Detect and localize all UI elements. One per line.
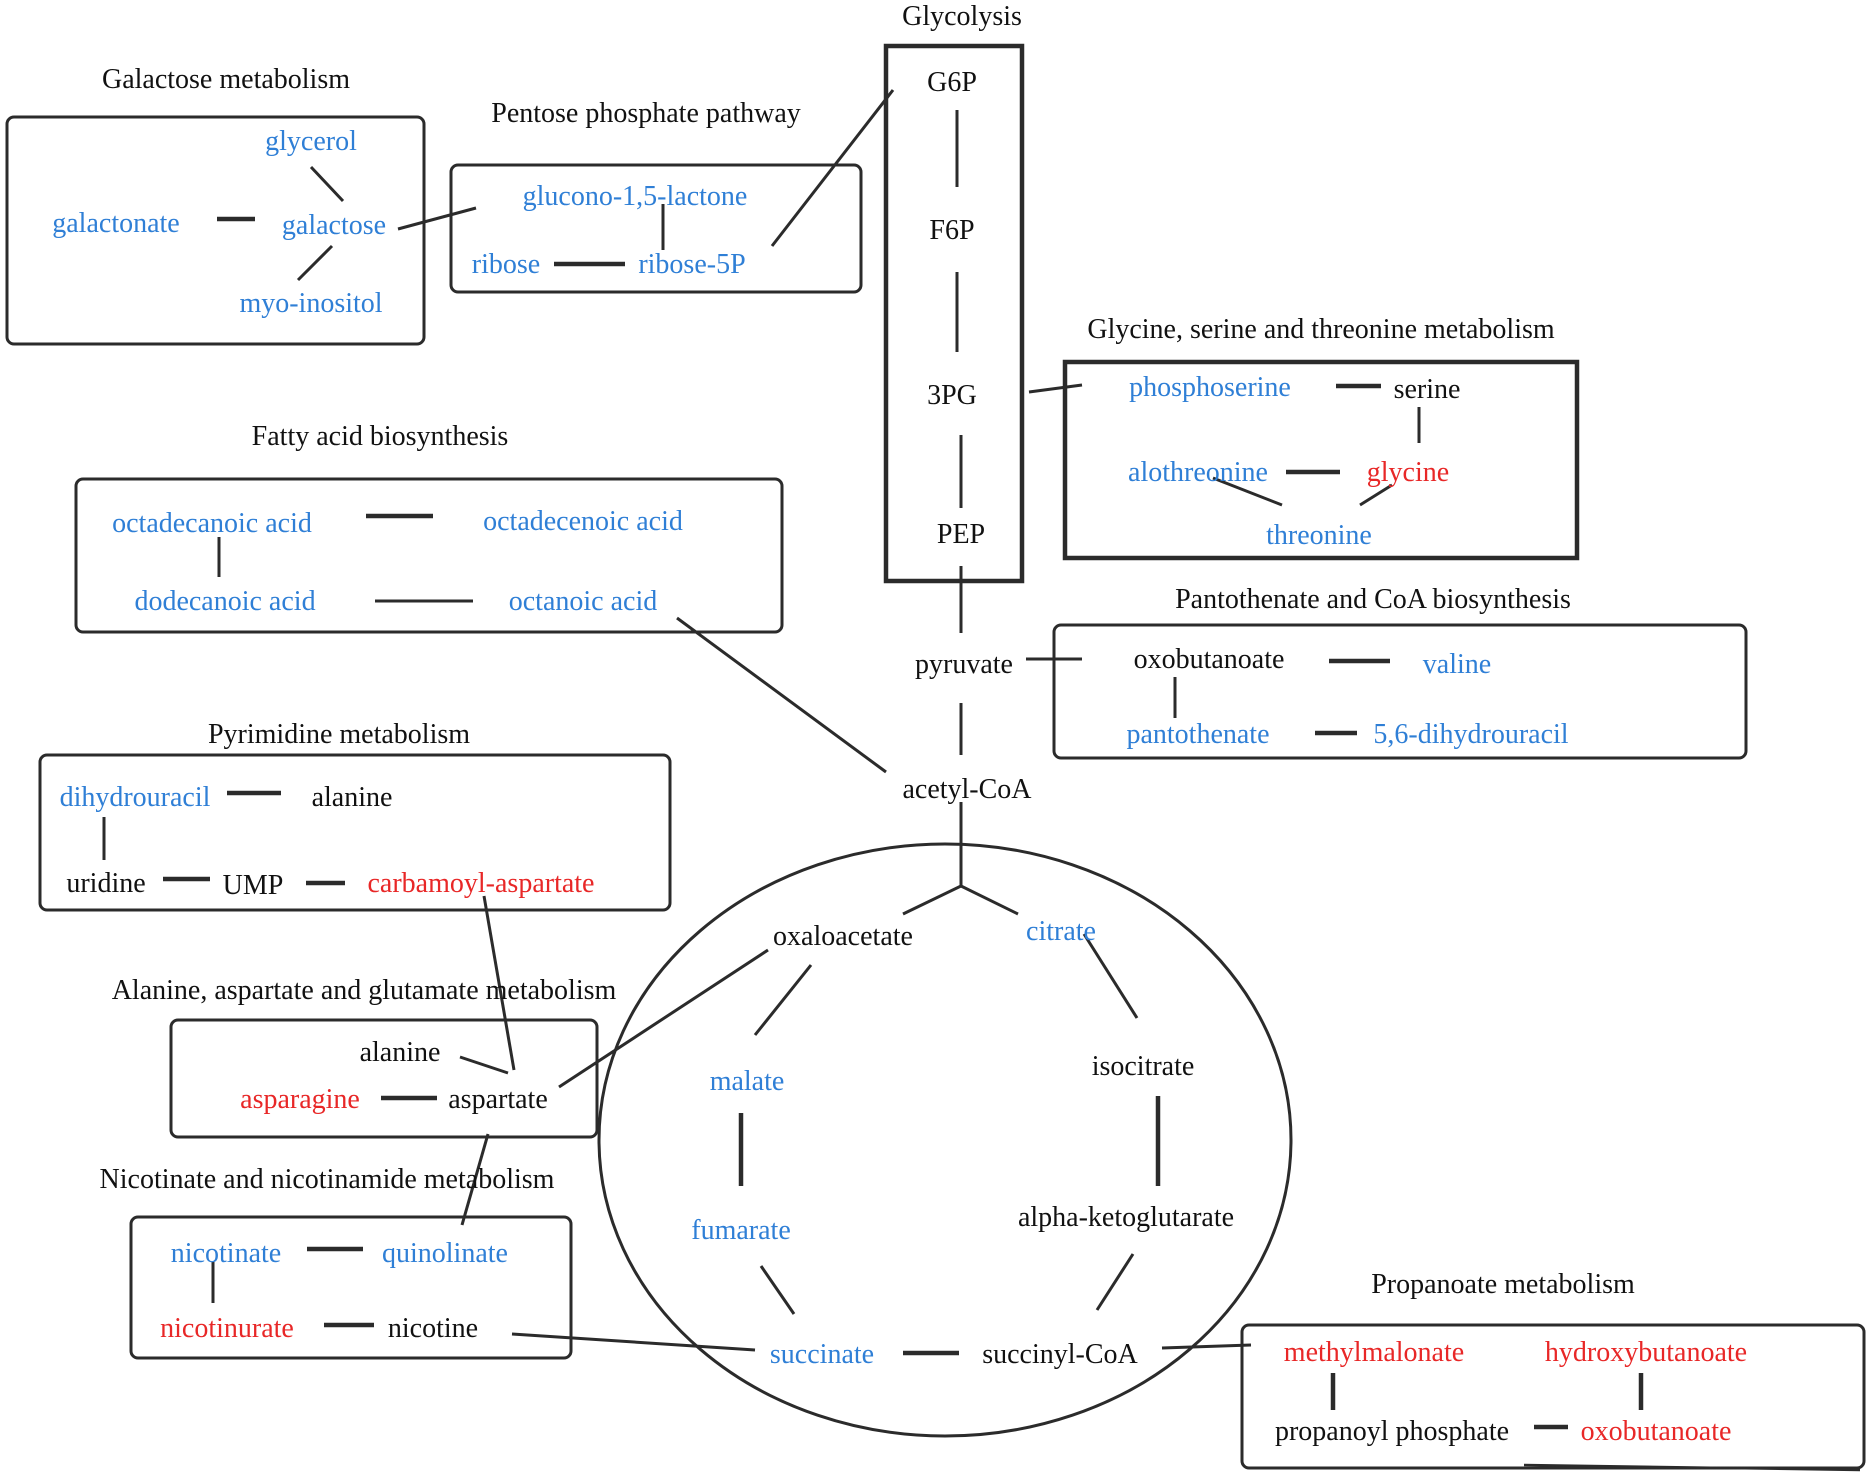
pyrimidine-box — [38, 753, 672, 912]
node-uridine: uridine — [66, 868, 145, 899]
connector — [482, 895, 516, 1071]
node-dodecanoic-acid: dodecanoic acid — [134, 586, 315, 617]
connector — [759, 1265, 796, 1315]
galactose-heading: Galactose metabolism — [102, 64, 350, 95]
node-nicotine: nicotine — [388, 1313, 478, 1344]
alanine-aspartate-glutamate-box — [169, 1018, 599, 1139]
node-asparagine: asparagine — [240, 1084, 360, 1115]
node-alothreonine: alothreonine — [1128, 457, 1268, 488]
node-succinyl-coa: succinyl-CoA — [982, 1339, 1138, 1370]
propanoate-heading: Propanoate metabolism — [1371, 1269, 1635, 1300]
node-aspartate: aspartate — [448, 1084, 548, 1115]
node-octadecenoic-acid: octadecenoic acid — [483, 506, 683, 537]
connector — [676, 616, 887, 774]
connector — [1082, 933, 1139, 1019]
glycolysis-box — [883, 43, 1025, 584]
node-succinate: succinate — [770, 1339, 874, 1370]
node-octanoic-acid: octanoic acid — [509, 586, 657, 617]
node-galactose: galactose — [282, 210, 386, 241]
connector — [558, 948, 769, 1089]
connector — [1161, 1343, 1252, 1350]
node-alanine-pyrimidine: alanine — [312, 782, 393, 813]
node-hydroxybutanoate: hydroxybutanoate — [1545, 1337, 1747, 1368]
node-acetyl-coa: acetyl-CoA — [902, 774, 1032, 805]
node-oxobutanoate: oxobutanoate — [1134, 644, 1285, 675]
connector — [511, 1332, 756, 1352]
node-citrate: citrate — [1026, 916, 1096, 947]
pantothenate-box — [1052, 623, 1748, 760]
node-nicotinurate: nicotinurate — [160, 1313, 294, 1344]
tca-cycle-circle — [597, 842, 1293, 1438]
node-threonine: threonine — [1266, 520, 1372, 551]
node-quinolinate: quinolinate — [382, 1238, 508, 1269]
node-octadecanoic-acid: octadecanoic acid — [112, 508, 312, 539]
node-myo-inositol: myo-inositol — [239, 288, 382, 319]
node-glucono-lactone: glucono-1,5-lactone — [523, 181, 748, 212]
node-glycerol: glycerol — [265, 126, 357, 157]
node-phosphoserine: phosphoserine — [1129, 372, 1291, 403]
node-pep: PEP — [937, 519, 985, 550]
node-isocitrate: isocitrate — [1092, 1051, 1195, 1082]
pantothenate-heading: Pantothenate and CoA biosynthesis — [1175, 584, 1571, 615]
fatty-acid-heading: Fatty acid biosynthesis — [252, 421, 509, 452]
fatty-acid-box — [74, 477, 784, 634]
connector — [753, 964, 813, 1036]
pyrimidine-heading: Pyrimidine metabolism — [208, 719, 470, 750]
connector — [1212, 476, 1283, 507]
node-glycine: glycine — [1367, 457, 1449, 488]
node-g6p: G6P — [927, 67, 977, 98]
node-3pg: 3PG — [927, 380, 977, 411]
pentose-heading: Pentose phosphate pathway — [491, 98, 801, 129]
glycolysis-heading: Glycolysis — [902, 1, 1022, 32]
connector — [397, 206, 477, 231]
node-pantothenate: pantothenate — [1126, 719, 1269, 750]
connector — [1095, 1253, 1135, 1311]
node-ribose-5p: ribose-5P — [638, 249, 745, 280]
node-alpha-ketoglutarate: alpha-ketoglutarate — [1018, 1202, 1234, 1233]
glycine-serine-threonine-box — [1062, 359, 1580, 561]
connector — [296, 244, 334, 282]
node-malate: malate — [710, 1066, 785, 1097]
node-5-6-dihydrouracil: 5,6-dihydrouracil — [1373, 719, 1568, 750]
node-dihydrouracil: dihydrouracil — [60, 782, 211, 813]
nicotinate-box — [129, 1215, 573, 1360]
node-oxobutanoate-propanoate: oxobutanoate — [1581, 1416, 1732, 1447]
glycine-serine-threonine-heading: Glycine, serine and threonine metabolism — [1087, 314, 1555, 345]
connector — [960, 884, 1019, 916]
pentose-phosphate-box — [449, 163, 863, 294]
node-carbamoyl-aspartate: carbamoyl-aspartate — [368, 868, 595, 899]
node-valine: valine — [1423, 649, 1491, 680]
node-alanine: alanine — [360, 1037, 441, 1068]
connector — [309, 165, 345, 203]
node-ribose: ribose — [472, 249, 540, 280]
node-fumarate: fumarate — [691, 1215, 791, 1246]
node-f6p: F6P — [929, 215, 974, 246]
node-ump: UMP — [223, 870, 284, 901]
node-galactonate: galactonate — [52, 208, 179, 239]
node-propanoyl-phosphate: propanoyl phosphate — [1275, 1416, 1509, 1447]
nicotinate-heading: Nicotinate and nicotinamide metabolism — [100, 1164, 555, 1195]
connector — [1028, 383, 1083, 394]
connector — [902, 884, 962, 916]
node-oxaloacetate: oxaloacetate — [773, 921, 913, 952]
connector — [1523, 1463, 1861, 1472]
connector — [460, 1133, 490, 1226]
node-serine: serine — [1394, 374, 1461, 405]
galactose-metabolism-box — [5, 115, 426, 346]
propanoate-box — [1240, 1323, 1866, 1470]
connector — [770, 89, 895, 247]
node-nicotinate: nicotinate — [171, 1238, 281, 1269]
connector — [459, 1055, 509, 1075]
node-methylmalonate: methylmalonate — [1284, 1337, 1464, 1368]
node-pyruvate: pyruvate — [915, 649, 1013, 680]
connector — [1359, 483, 1393, 507]
alanine-aspartate-glutamate-heading: Alanine, aspartate and glutamate metabol… — [112, 975, 617, 1006]
